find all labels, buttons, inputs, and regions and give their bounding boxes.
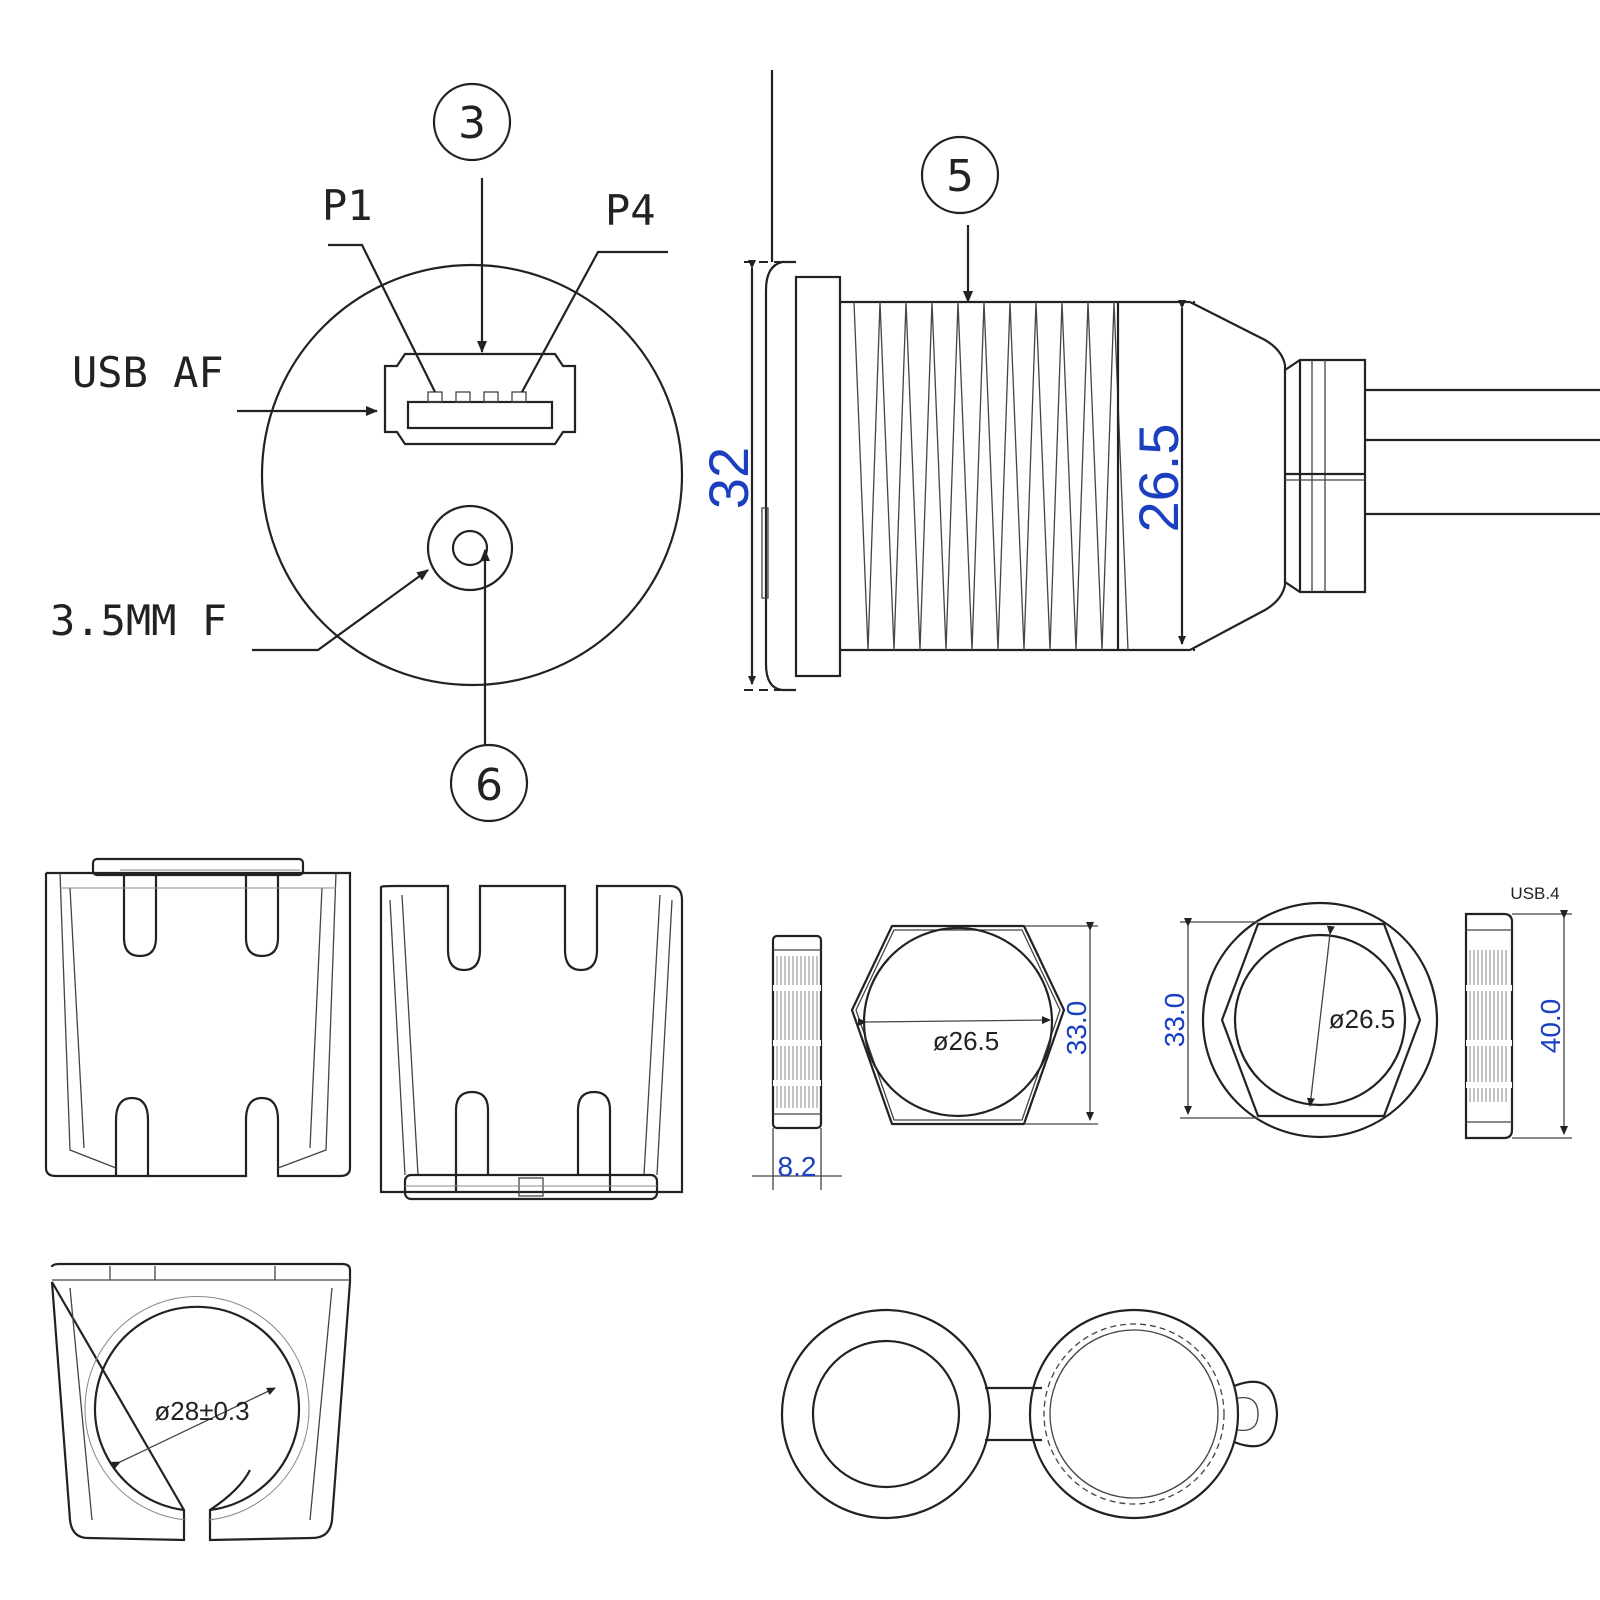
callout-3: 3 [432,82,512,353]
bracket-view-3: ø28±0.3 [50,1262,352,1542]
callout-6-text: 6 [475,760,503,811]
front-view: 3 P1 P4 USB AF 3.5MM F 6 [50,82,684,823]
socket-face-outline [260,263,684,687]
dim-nut-thickness: 8.2 [778,1151,817,1182]
label-p1: P1 [322,181,373,230]
side-view: 32 26.5 5 [697,70,1600,692]
round-nut: ø26.5 33.0 [1159,901,1439,1139]
usb-port [383,352,577,446]
dim-round-nut-bore: ø26.5 [1329,1004,1396,1034]
callout-3-text: 3 [458,98,486,149]
label-jack: 3.5MM F [50,596,227,645]
hex-nut: ø26.5 33.0 [850,922,1098,1126]
label-p4: P4 [605,186,656,235]
dim-hex-nut-height: 33.0 [1061,1001,1092,1056]
dim-round-nut-height: 33.0 [1159,993,1190,1048]
dim-bracket-bore: ø28±0.3 [154,1396,249,1426]
audio-jack [426,504,514,592]
dust-cap [780,1308,1279,1520]
bracket-view-1 [44,857,352,1178]
callout-6: 6 [449,549,529,823]
bracket-view-2 [379,884,684,1201]
dim-thread-dia: 26.5 [1127,424,1190,533]
callout-5: 5 [920,135,1000,303]
part-number-label: USB.4 [1510,884,1559,903]
dim-hex-nut-bore: ø26.5 [933,1026,1000,1056]
round-nut-side: USB.4 40.0 [1464,884,1572,1140]
dim-round-nut-side: 40.0 [1535,999,1566,1054]
dim-flange-dia: 32 [697,447,760,509]
callout-5-text: 5 [946,151,974,202]
nut-side-view: 8.2 [752,934,842,1190]
label-usb-af: USB AF [72,348,224,397]
